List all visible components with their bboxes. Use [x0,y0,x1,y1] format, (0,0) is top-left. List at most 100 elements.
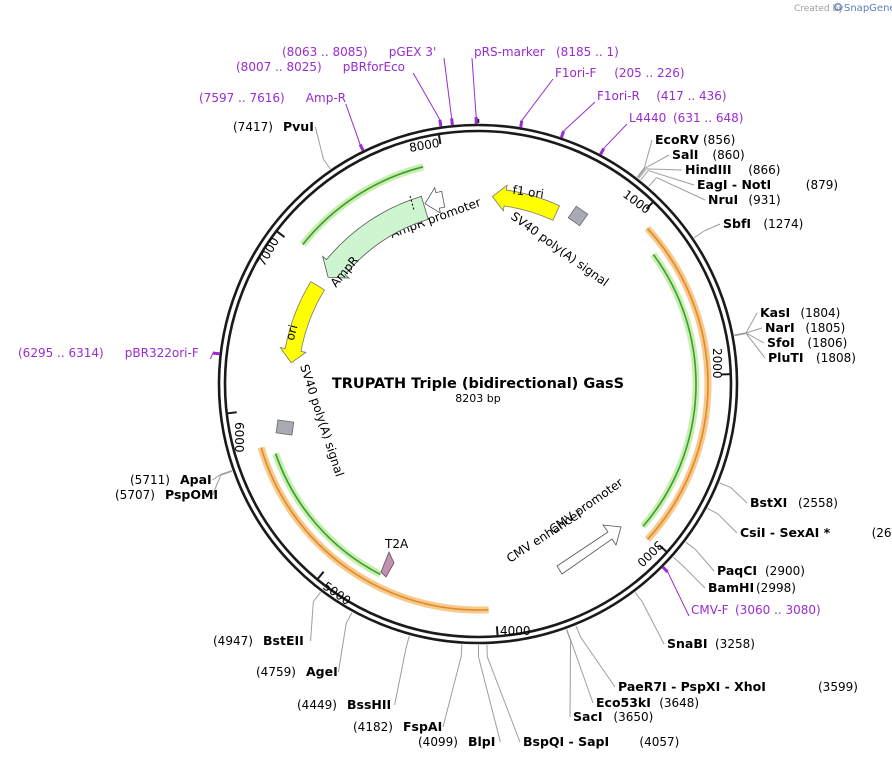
site-tick [220,470,232,475]
feature-label-sv40-top: SV40 poly(A) signal [508,209,611,289]
site-name[interactable]: PluTI [768,350,804,365]
site-name[interactable]: SnaBI [667,636,708,651]
site-tick [575,625,581,638]
backbone-inner [223,129,733,639]
site-leader [486,656,521,743]
site-position: (860) [712,148,744,162]
site-name[interactable]: BstXI [750,495,787,510]
primer-name[interactable]: pGEX 3' [389,45,436,59]
site-name[interactable]: SbfI [723,216,751,231]
primer-name[interactable]: Amp-R [306,91,346,105]
site-tick [672,556,683,566]
site-leader [717,513,738,534]
site-name[interactable]: FspAI [403,719,442,734]
feature-label-f1-ori: f1 ori [512,183,545,201]
primer-name[interactable]: pBRforEco [343,60,405,74]
site-name[interactable]: ApaI [180,472,212,487]
primer-name[interactable]: L4440 [629,111,666,125]
plasmid-size: 8203 bp [455,392,500,405]
feature-f1-ori[interactable]: f1 ori [491,183,561,221]
feature-ori[interactable]: ori [279,281,326,364]
site-tick [734,333,747,337]
feature-label-t2a: T2A [384,537,409,551]
primer-mark [358,143,365,152]
feature-sv40-polya-top[interactable]: SV40 poly(A) signal [508,205,611,289]
primer-range: (417 .. 436) [656,89,726,103]
site-name[interactable]: AgeI [306,664,338,679]
tick-label: 3000 [634,538,665,569]
site-position: (3258) [715,637,755,651]
site-name[interactable]: PaqCI [717,563,757,578]
primer-range: (631 .. 648) [673,111,743,125]
tick-mark [226,411,237,415]
site-leader [310,601,314,642]
site-position: (4759) [256,665,296,679]
site-position: (2998) [756,581,796,595]
site-name[interactable]: CsiI - SexAI * [740,525,831,540]
site-name[interactable]: BlpI [468,734,495,749]
tick-mark [437,133,442,145]
site-name[interactable]: EagI - NotI [697,177,771,192]
primer-name[interactable]: pBR322ori-F [125,346,199,360]
site-name[interactable]: PvuI [283,119,314,134]
site-tick [685,541,696,550]
primer-name[interactable]: CMV-F [691,603,729,617]
site-name[interactable]: SfoI [767,335,795,350]
site-name[interactable]: PaeR7I - PspXI - XhoI [618,679,766,694]
feature-t2a[interactable]: T2A [380,537,409,578]
site-leader [212,474,221,481]
primer-mark [438,119,443,127]
site-position: (1805) [805,321,845,335]
site-position: (4449) [297,698,337,712]
tick-mark [645,200,655,210]
primer-leader [345,103,361,145]
site-tick [693,230,705,239]
site-leader [580,636,616,688]
orf-arc-left [257,163,489,614]
primer-name[interactable]: F1ori-F [555,66,596,80]
primer-mark [450,118,454,126]
plasmid-title: TRUPATH Triple (bidirectional) GasS [332,376,624,392]
site-name[interactable]: HindIII [685,162,732,177]
site-leader [656,177,706,201]
site-leader [681,564,706,589]
site-tick [460,644,463,657]
site-name[interactable]: EcoRV [655,132,699,147]
site-name[interactable]: NruI [708,192,738,207]
site-position: (5707) [115,488,155,502]
site-name[interactable]: SacI [573,709,603,724]
site-position: (3599) [818,680,858,694]
primer-name[interactable]: F1ori-R [597,89,640,103]
site-name[interactable]: Eco53kI [596,695,651,710]
site-position: (3650) [613,710,653,724]
primer-name[interactable]: pRS-marker [474,45,545,59]
site-name[interactable]: NarI [765,320,795,335]
site-tick [220,470,233,476]
site-name[interactable]: SalI [672,147,698,162]
site-leader [694,548,715,572]
site-leader [569,640,572,718]
site-leader [646,168,683,171]
site-name[interactable]: KasI [760,305,790,320]
site-name[interactable]: BamHI [708,580,754,595]
site-leader [212,475,222,496]
site-position: (1274) [763,217,803,231]
site-position: (3648) [659,696,699,710]
site-name[interactable]: BstEII [263,633,304,648]
primer-mark [519,120,524,128]
site-tick [648,177,657,187]
site-tick [634,592,643,603]
site-name[interactable]: BspQI - SapI [523,734,609,749]
tick-label: 8000 [408,136,441,155]
site-position: (4182) [353,720,393,734]
site-tick [345,612,353,624]
site-leader [745,312,758,333]
site-position: (2699) [872,526,892,540]
site-leader [442,656,462,728]
tick-label: 5000 [320,579,353,608]
brand-text: SnapGene [844,3,892,14]
site-position: (856) [703,133,735,147]
site-name[interactable]: BssHII [347,697,391,712]
primer-leader [521,78,554,121]
site-name[interactable]: PspOMI [165,487,218,502]
